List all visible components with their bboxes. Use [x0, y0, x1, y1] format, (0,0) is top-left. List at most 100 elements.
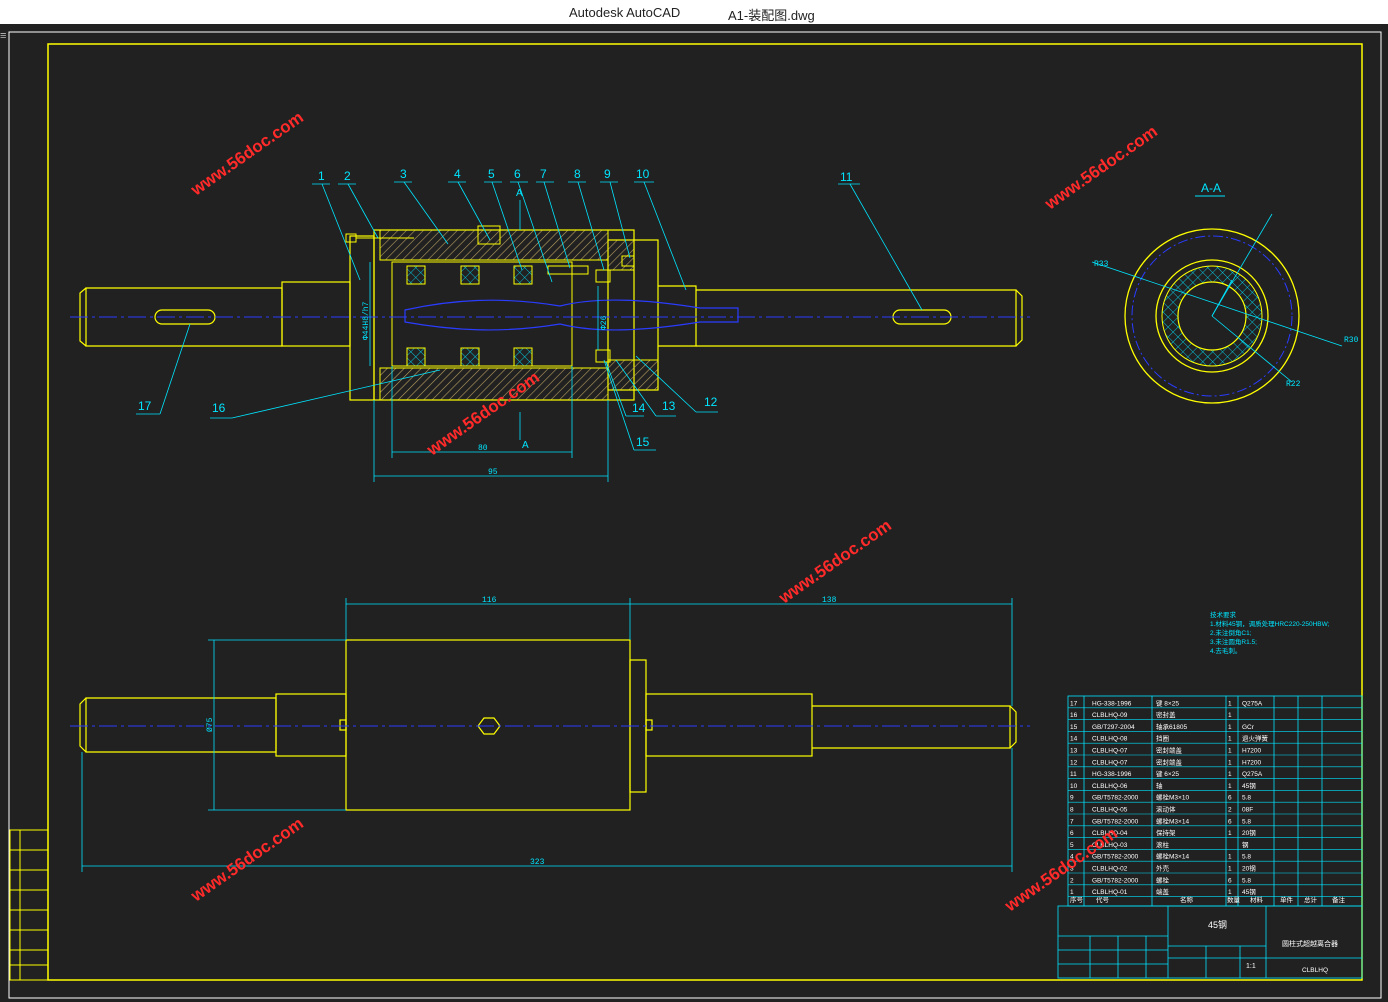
dim-95: 95 — [488, 468, 498, 477]
section-marker-bottom: A — [522, 440, 529, 451]
bom-header: 序号 代号 名称 数量 材料 单件 总计 备注 — [1070, 895, 1346, 904]
bom-cell-name: 螺栓M3×14 — [1156, 816, 1189, 825]
bom-cell-qty: 1 — [1228, 724, 1232, 731]
app-title: Autodesk AutoCAD — [569, 5, 681, 20]
dim-116: 116 — [482, 596, 497, 605]
part-label: 17 — [138, 399, 152, 413]
svg-text:材料: 材料 — [1250, 895, 1264, 904]
bom-cell-name: 滚柱 — [1156, 840, 1170, 849]
bom-cell-name: 螺栓M3×10 — [1156, 793, 1189, 802]
rollers — [391, 261, 573, 367]
bom-cell-code: GB/T5782-2000 — [1092, 854, 1139, 861]
cad-drawing: 80 95 Φ44H8/h7 Φ26 A A 1 2 3 4 5 6 7 8 9… — [8, 31, 1382, 999]
svg-text:单件: 单件 — [1280, 895, 1294, 904]
part-label: 3 — [400, 167, 407, 181]
bom-cell-no: 14 — [1070, 736, 1078, 743]
bom-cell-code: CLBLHQ-07 — [1092, 759, 1128, 766]
section-marker-top: A — [516, 188, 523, 199]
bom-cell-name: 轴 — [1156, 781, 1163, 790]
bom-cell-code: CLBLHQ-06 — [1092, 783, 1128, 790]
bom-cell-name: 密封端盖 — [1156, 746, 1183, 755]
bom-cell-code: HG-338-1996 — [1092, 700, 1132, 707]
bom-cell-no: 7 — [1070, 818, 1074, 825]
dim-80: 80 — [478, 444, 488, 453]
drawing-frame — [47, 43, 1363, 981]
bom-cell-qty: 1 — [1228, 830, 1232, 837]
bom-cell-name: 外壳 — [1156, 864, 1170, 873]
bom-cell-qty: 1 — [1228, 736, 1232, 743]
part-label: 4 — [454, 167, 461, 181]
bom-cell-mat: 钢 — [1242, 841, 1249, 849]
part-label: 5 — [488, 167, 495, 181]
watermark: www.56doc.com — [775, 516, 895, 608]
sheet-border — [8, 31, 1382, 999]
menu-icon[interactable]: ≡ — [0, 30, 7, 42]
bom-material: 45钢 — [1208, 919, 1227, 930]
bom-cell-no: 12 — [1070, 759, 1078, 766]
bom-cell-qty: 1 — [1228, 771, 1232, 778]
bom-cell-name: 保持架 — [1156, 828, 1176, 837]
dim-323: 323 — [530, 858, 545, 867]
part-label: 12 — [704, 395, 718, 409]
svg-text:序号: 序号 — [1070, 895, 1084, 904]
bom-cell-qty: 1 — [1228, 889, 1232, 896]
drawing-viewport[interactable]: ≡ — [0, 24, 1388, 1002]
bom-cell-no: 15 — [1070, 724, 1078, 731]
bom-cell-mat: 5.8 — [1242, 795, 1251, 802]
bom-cell-mat: 08F — [1242, 807, 1253, 814]
part-label: 8 — [574, 167, 581, 181]
svg-text:3.未注圆角R1.5;: 3.未注圆角R1.5; — [1210, 637, 1257, 646]
bom-cell-name: 密封盖 — [1156, 710, 1176, 719]
bom-cell-no: 5 — [1070, 842, 1074, 849]
dim-r30: R30 — [1344, 336, 1359, 345]
bom-cell-mat: 5.8 — [1242, 877, 1251, 884]
dim-75: Ø75 — [206, 717, 215, 732]
bom-cell-code: HG-338-1996 — [1092, 771, 1132, 778]
bom-cell-no: 2 — [1070, 877, 1074, 884]
bom-cell-mat: 45钢 — [1242, 888, 1256, 896]
bom-cell-name: 挡圈 — [1156, 734, 1169, 743]
part-label: 14 — [632, 401, 646, 415]
part-label: 16 — [212, 401, 226, 415]
bom-cell-name: 键 8×25 — [1156, 698, 1179, 707]
bom-cell-code: CLBLHQ-05 — [1092, 807, 1128, 814]
bom-cell-qty: 1 — [1228, 866, 1232, 873]
svg-text:技术要求: 技术要求 — [1210, 610, 1237, 619]
svg-text:1.材料45钢，调质处理HRC220-250HBW;: 1.材料45钢，调质处理HRC220-250HBW; — [1210, 619, 1330, 628]
bom-cell-mat: 20钢 — [1242, 865, 1256, 873]
drawing-title: 圆柱式超越离合器 — [1282, 939, 1338, 948]
svg-text:2.未注倒角C1;: 2.未注倒角C1; — [1210, 628, 1252, 637]
watermark: www.56doc.com — [1041, 122, 1161, 214]
bom-cell-qty: 1 — [1228, 854, 1232, 861]
part-label: 1 — [318, 169, 325, 183]
bom-cell-name: 键 6×25 — [1156, 769, 1179, 778]
bom-cell-qty: 1 — [1228, 783, 1232, 790]
bom-cell-qty: 2 — [1228, 807, 1232, 814]
bom-cell-mat: H7200 — [1242, 748, 1262, 755]
bom-cell-code: CLBLHQ-09 — [1092, 712, 1128, 719]
dim-dia-44: Φ44H8/h7 — [362, 301, 371, 340]
bom-cell-name: 滚动体 — [1156, 805, 1176, 814]
document-title: A1-装配图.dwg — [728, 8, 815, 23]
bom-cell-qty: 1 — [1228, 712, 1232, 719]
bom-cell-no: 1 — [1070, 889, 1074, 896]
section-a-a: A-A R33 R30 R22 — [1091, 181, 1359, 404]
bom-cell-mat: GCr — [1242, 724, 1255, 731]
bom-cell-name: 螺栓 — [1156, 875, 1170, 884]
front-dims — [81, 598, 1013, 872]
bom-cell-no: 10 — [1070, 783, 1078, 790]
bom-table-grid — [1057, 695, 1363, 979]
side-strip — [9, 829, 49, 981]
bom-cell-no: 8 — [1070, 807, 1074, 814]
drawing-code: CLBLHQ — [1302, 967, 1328, 974]
bom-cell-qty: 1 — [1228, 759, 1232, 766]
part-label: 11 — [840, 170, 853, 184]
dim-dia-26: Φ26 — [600, 315, 609, 330]
dim-138: 138 — [822, 596, 837, 605]
drawing-scale: 1:1 — [1246, 963, 1256, 970]
bom-cell-name: 轴承61805 — [1156, 722, 1187, 731]
watermarks: www.56doc.com www.56doc.com www.56doc.co… — [187, 108, 1161, 916]
bom-cell-no: 11 — [1070, 771, 1077, 778]
bom-cell-name: 密封端盖 — [1156, 757, 1183, 766]
